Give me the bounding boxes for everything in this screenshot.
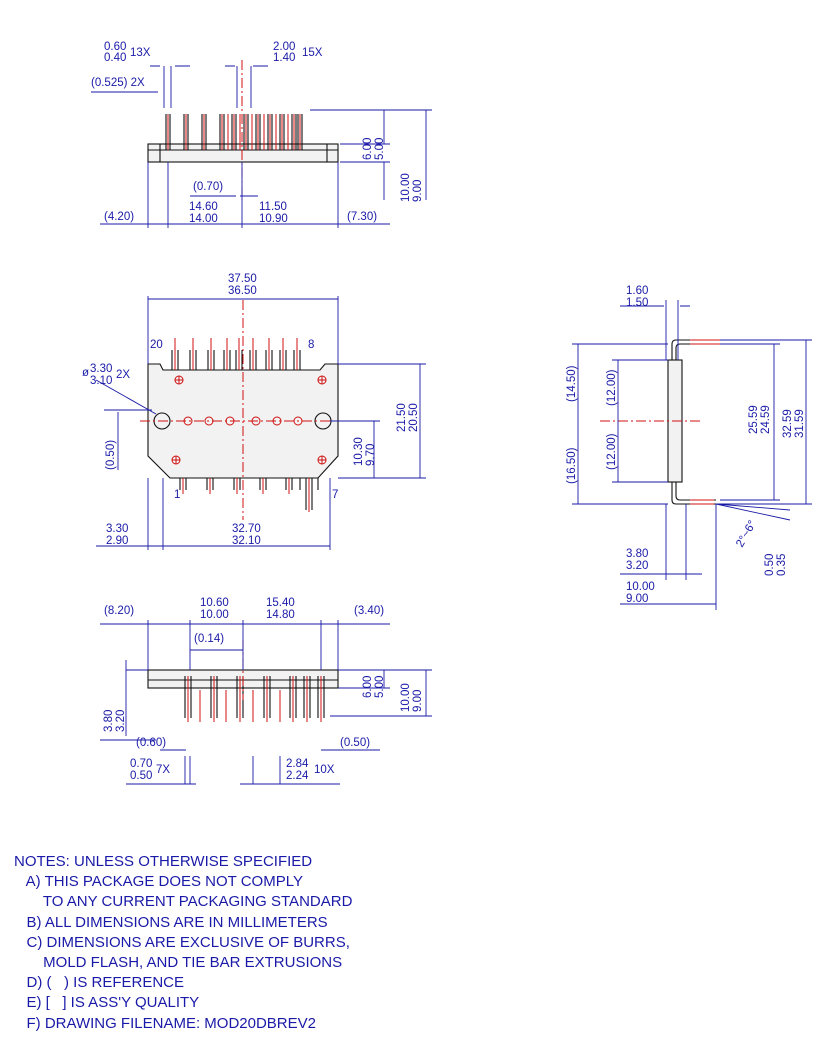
- totalspan-a: 32.59: [782, 409, 794, 438]
- top-d5a: 14.60: [189, 201, 218, 213]
- top-view: 0.60 0.40 13X 2.00 1.40 15X (0.525) 2X (…: [91, 41, 432, 228]
- side-view: 1.60 1.50 (14.50) (12.00) (12.00) (16.50…: [566, 285, 812, 610]
- l8-b: 3.20: [115, 710, 127, 732]
- top-d2b: 1.40: [273, 52, 295, 64]
- thick-a: 1.60: [626, 285, 648, 297]
- top-d9b: 5.00: [374, 138, 386, 160]
- note-a-line1: A) THIS PACKAGE DOES NOT COMPLY: [14, 873, 303, 891]
- leftoff-a: 3.30: [106, 523, 128, 535]
- pin-7: 7: [332, 489, 338, 501]
- r1: (14.50): [566, 365, 578, 402]
- note-b: B) ALL DIMENSIONS ARE IN MILLIMETERS: [14, 913, 328, 931]
- r2: (12.00): [606, 369, 618, 406]
- l9: (0.60): [136, 737, 166, 749]
- top-d1c: 13X: [130, 47, 151, 59]
- leadt-b: 0.35: [776, 554, 788, 576]
- l12-b: 2.24: [286, 770, 309, 782]
- l5: (0.14): [194, 633, 224, 645]
- h2-a: 10.00: [626, 581, 655, 593]
- pin-20: 20: [150, 339, 163, 351]
- top-d7: (4.20): [104, 211, 134, 223]
- angle: 2°~6°: [734, 519, 759, 550]
- l7-a: 10.00: [400, 683, 412, 712]
- l2-a: 10.60: [200, 597, 229, 609]
- hole-b: 3.10: [90, 375, 112, 387]
- r4: (16.50): [566, 447, 578, 484]
- l3-a: 15.40: [266, 597, 295, 609]
- top-d4: (0.70): [193, 181, 223, 193]
- notes-heading: NOTES: UNLESS OTHERWISE SPECIFIED: [14, 853, 313, 870]
- front-w-b: 36.50: [228, 285, 257, 297]
- leftoff-b: 2.90: [106, 535, 128, 547]
- top-d9a: 6.00: [362, 138, 374, 160]
- leadt-a: 0.50: [764, 554, 776, 576]
- pin-8: 8: [308, 339, 314, 351]
- l7-b: 9.00: [412, 690, 424, 712]
- top-d1a: 0.60: [104, 41, 126, 53]
- top-body: [147, 143, 339, 163]
- height-b: 20.50: [408, 403, 420, 432]
- diameter-symbol: ø: [82, 367, 89, 379]
- front-pins-bottom: [179, 478, 319, 512]
- note-f: F) DRAWING FILENAME: MOD20DBREV2: [14, 1014, 317, 1032]
- front-view: 37.50 36.50 ø 3.30 3.10 2X 20 8 1 7 (0.5…: [82, 273, 426, 550]
- l6-b: 5.00: [374, 676, 386, 698]
- bottom-view: (8.20) 10.60 10.00 15.40 14.80 (3.40) (0…: [100, 597, 432, 785]
- top-d2c: 15X: [302, 47, 323, 59]
- halfh-b: 9.70: [365, 444, 377, 466]
- top-d10a: 10.00: [400, 173, 412, 202]
- pitchw-b: 32.10: [232, 535, 261, 547]
- bottom-pins: [184, 676, 325, 722]
- l11-c: 7X: [156, 764, 170, 776]
- l6-a: 6.00: [362, 676, 374, 698]
- top-d6a: 11.50: [259, 201, 287, 213]
- top-d6b: 10.90: [259, 213, 288, 225]
- front-pins-top: [171, 338, 301, 370]
- h1-a: 3.80: [626, 548, 648, 560]
- l4: (3.40): [354, 605, 384, 617]
- l12-c: 10X: [314, 764, 335, 776]
- top-d3: (0.525) 2X: [91, 77, 145, 89]
- top-pins: [165, 114, 303, 150]
- front-markers: [171, 375, 327, 465]
- note-d: D) ( ) IS REFERENCE: [14, 974, 185, 992]
- hole-a: 3.30: [90, 363, 112, 375]
- top-d8: (7.30): [347, 211, 377, 223]
- front-w-a: 37.50: [228, 273, 257, 285]
- l2-b: 10.00: [200, 609, 229, 621]
- h2-b: 9.00: [626, 593, 648, 605]
- note-c-line1: C) DIMENSIONS ARE EXCLUSIVE OF BURRS,: [14, 933, 350, 951]
- top-d1b: 0.40: [104, 52, 126, 64]
- height-a: 21.50: [396, 403, 408, 432]
- h1-b: 3.20: [626, 560, 648, 572]
- l12-a: 2.84: [286, 758, 309, 770]
- pin-1: 1: [174, 489, 180, 501]
- l8-a: 3.80: [103, 710, 115, 732]
- l3-b: 14.80: [266, 609, 295, 621]
- l1: (8.20): [104, 605, 134, 617]
- l11-a: 0.70: [130, 758, 152, 770]
- l11-b: 0.50: [130, 770, 152, 782]
- note-a-line2: TO ANY CURRENT PACKAGING STANDARD: [14, 893, 353, 911]
- halfh-a: 10.30: [353, 437, 365, 466]
- note-e: E) [ ] IS ASS'Y QUALITY: [14, 994, 200, 1012]
- l10: (0.50): [340, 737, 370, 749]
- totalspan-b: 31.59: [794, 409, 806, 438]
- r3: (12.00): [606, 433, 618, 470]
- thick-b: 1.50: [626, 297, 648, 309]
- leadspan-a: 25.59: [748, 405, 760, 434]
- top-d2a: 2.00: [273, 41, 295, 53]
- leadspan-b: 24.59: [760, 405, 772, 434]
- hole-c: 2X: [116, 369, 130, 381]
- notes-block: NOTES: UNLESS OTHERWISE SPECIFIED A) THI…: [14, 852, 352, 1034]
- top-d5b: 14.00: [189, 213, 218, 225]
- top-d10b: 9.00: [412, 180, 424, 202]
- ref-050: (0.50): [105, 440, 117, 470]
- note-c-line2: MOLD FLASH, AND TIE BAR EXTRUSIONS: [14, 954, 343, 972]
- pitchw-a: 32.70: [232, 523, 261, 535]
